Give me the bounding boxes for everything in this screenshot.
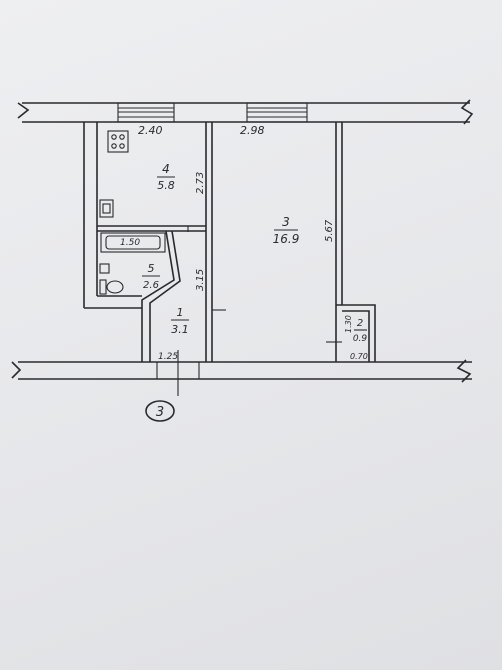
left-exterior-wall <box>83 122 142 309</box>
apartment-number-badge: 3 <box>145 400 175 422</box>
svg-text:3.1: 3.1 <box>171 323 189 336</box>
dim-kitchen-width: 2.40 <box>138 124 163 137</box>
svg-text:2: 2 <box>357 318 363 329</box>
room-label-3: 3 16.9 <box>273 215 300 246</box>
sink-icon <box>99 199 114 218</box>
interior-walls <box>97 122 343 362</box>
svg-text:2.6: 2.6 <box>143 280 159 291</box>
svg-text:5.8: 5.8 <box>157 179 175 192</box>
dim-kitchen-depth: 2.73 <box>195 172 206 194</box>
stove-icon <box>107 130 129 153</box>
closet-walls <box>336 304 376 362</box>
washbasin-icon <box>99 263 110 274</box>
room-label-5: 5 2.6 <box>142 262 160 291</box>
dim-entrance-width: 1.25 <box>158 352 178 362</box>
svg-text:5: 5 <box>148 262 155 275</box>
bottom-exterior-wall <box>11 359 472 383</box>
svg-text:1: 1 <box>177 306 184 319</box>
dim-room-depth: 5.67 <box>324 219 335 242</box>
bathtub-icon <box>100 232 166 253</box>
svg-text:0.9: 0.9 <box>353 334 368 344</box>
dim-hall-depth: 3.15 <box>195 269 206 291</box>
dim-room-width: 2.98 <box>240 124 265 137</box>
svg-text:16.9: 16.9 <box>273 232 300 246</box>
dim-closet-width: 0.70 <box>350 352 368 361</box>
dim-bath-length: 1.50 <box>120 238 140 248</box>
svg-text:3: 3 <box>282 215 290 229</box>
room-label-1: 1 3.1 <box>171 306 189 336</box>
window-room <box>246 102 308 123</box>
svg-text:3: 3 <box>156 405 164 420</box>
dim-closet-depth: 1.30 <box>344 315 353 333</box>
svg-text:4: 4 <box>162 162 170 176</box>
room-label-2: 2 0.9 <box>353 318 368 344</box>
top-exterior-wall <box>17 99 474 125</box>
toilet-icon <box>99 279 124 295</box>
room-label-4: 4 5.8 <box>157 162 175 192</box>
window-kitchen <box>117 102 175 123</box>
